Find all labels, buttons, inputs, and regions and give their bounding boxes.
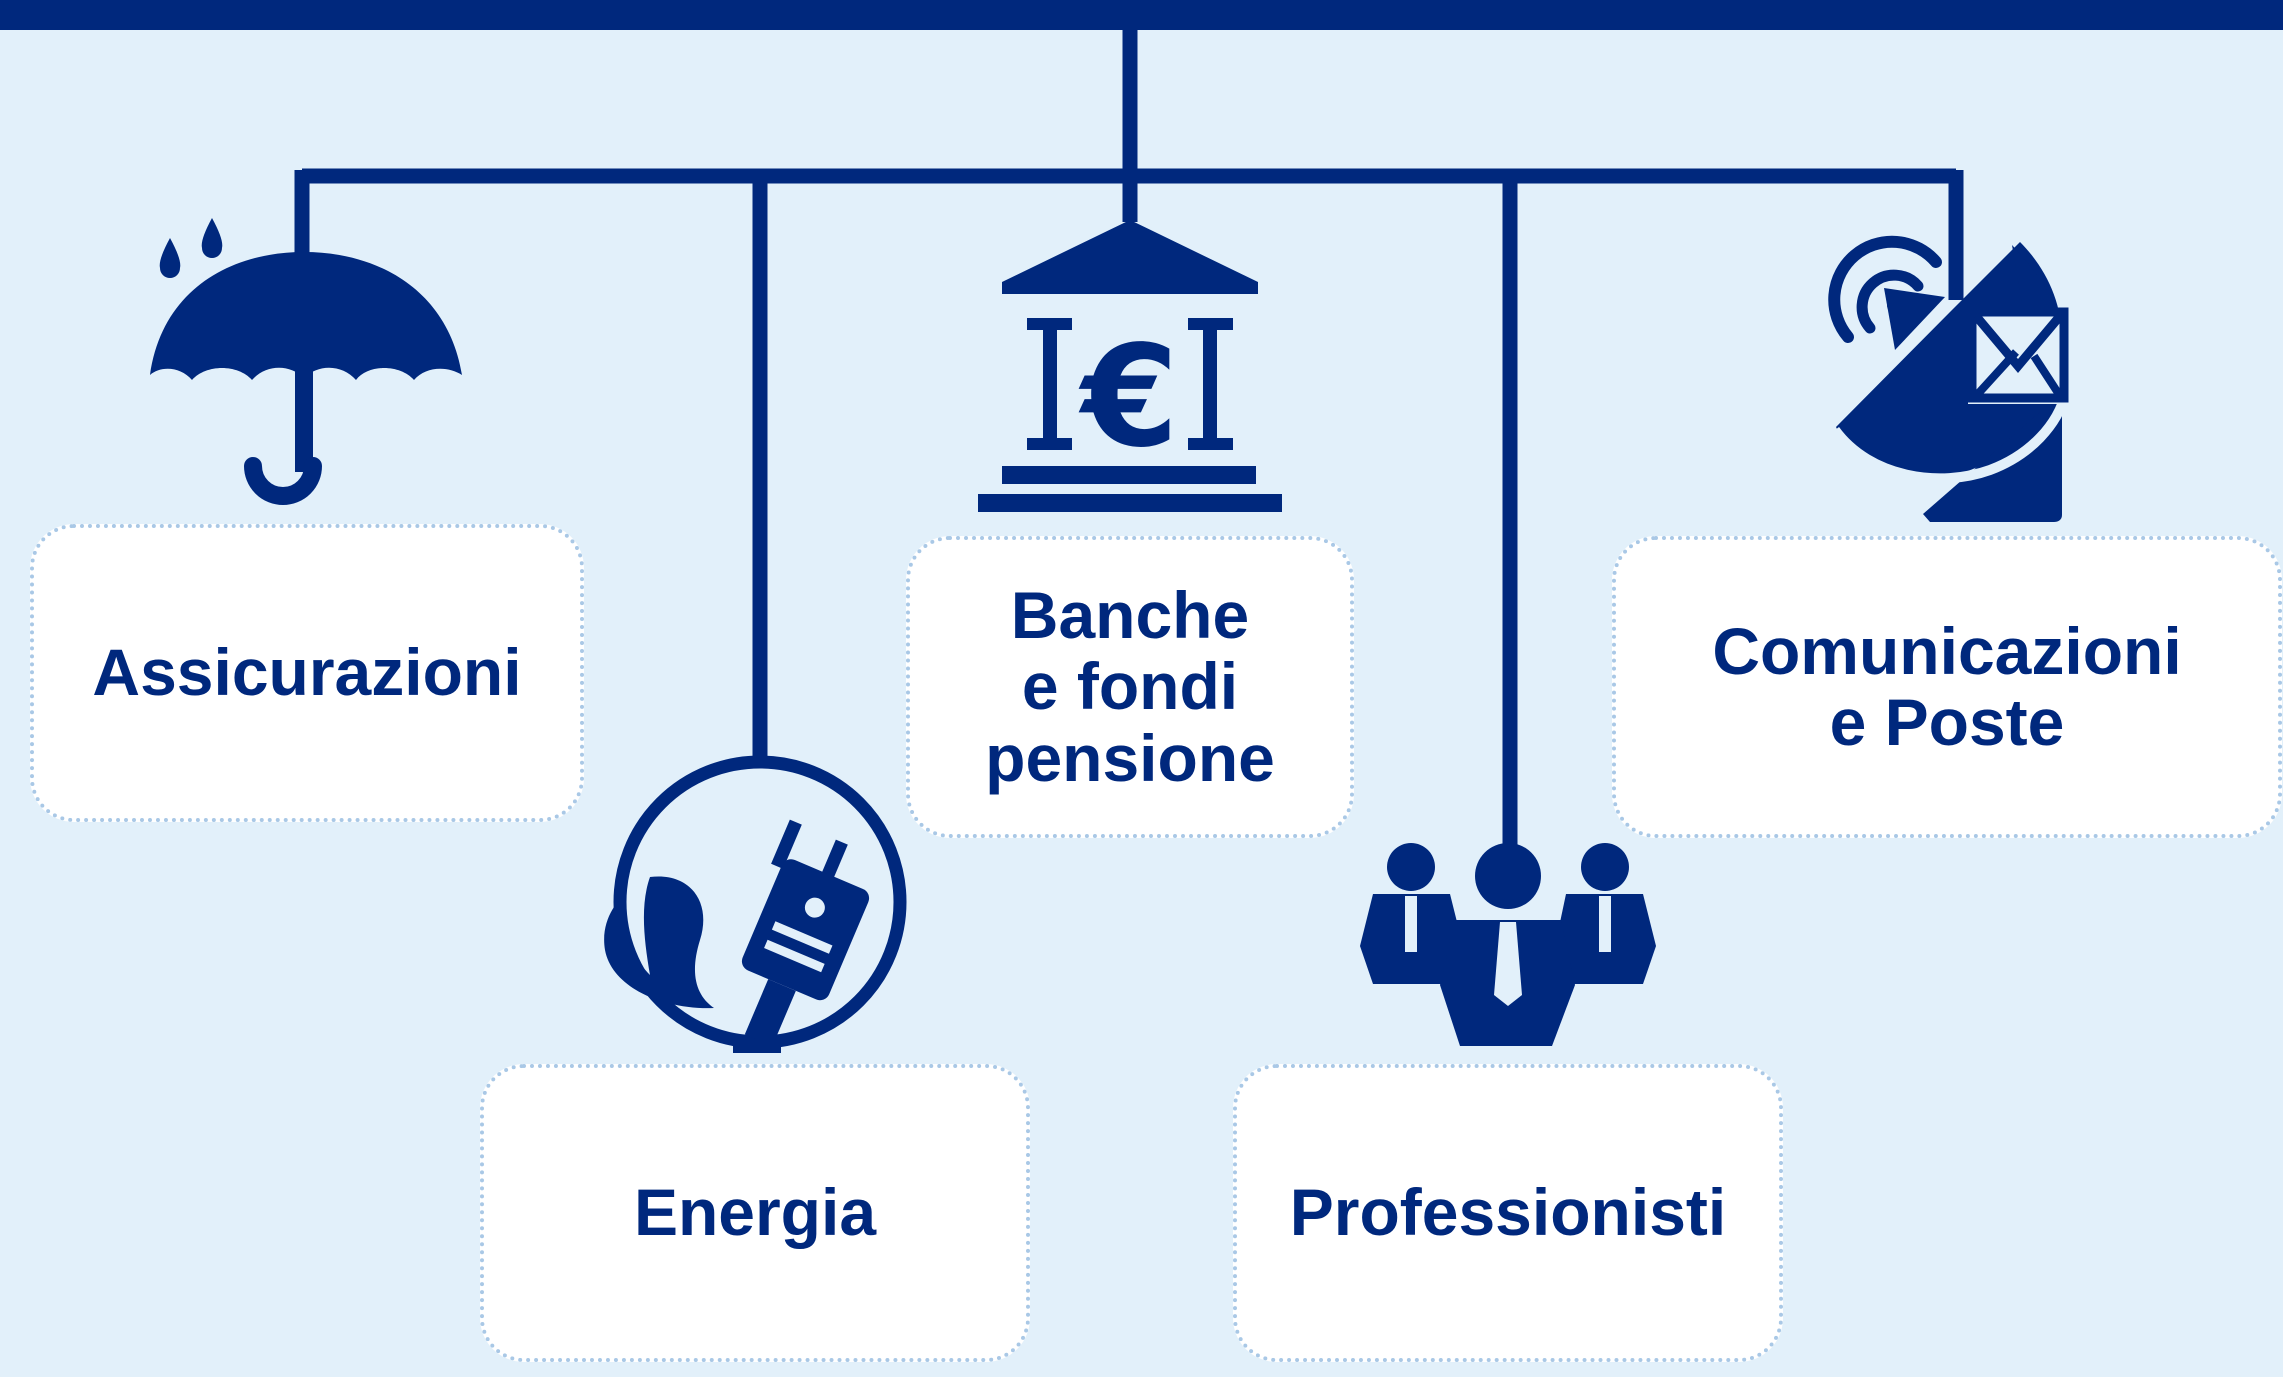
svg-text:€: € — [1078, 316, 1178, 479]
category-box-professionals: Professionisti — [1233, 1064, 1783, 1362]
category-label-professionals: Professionisti — [1289, 1175, 1727, 1250]
category-label-insurance: Assicurazioni — [92, 635, 522, 710]
category-box-communications: Comunicazioni e Poste — [1612, 536, 2282, 838]
category-label-energy: Energia — [633, 1175, 877, 1250]
connector-lines — [294, 30, 1964, 862]
bank-euro-icon: € — [978, 220, 1282, 512]
category-label-banks: Banche e fondi pensione — [985, 578, 1275, 795]
umbrella-rain-icon — [150, 218, 462, 505]
professionals-group-icon — [1360, 843, 1656, 1046]
top-bar — [0, 0, 2283, 30]
category-label-communications: Comunicazioni e Poste — [1712, 613, 2182, 759]
communications-mail-icon — [1828, 235, 2071, 522]
category-box-energy: Energia — [480, 1064, 1030, 1362]
category-box-banks: Banche e fondi pensione — [906, 536, 1354, 838]
plug-leaf-icon — [604, 755, 907, 1053]
category-box-insurance: Assicurazioni — [30, 524, 584, 822]
